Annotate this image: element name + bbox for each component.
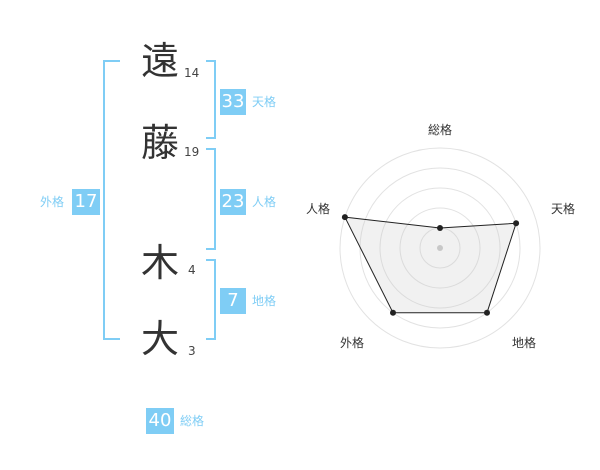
tenkaku-value: 33 bbox=[220, 89, 246, 115]
radar-axis-label-soukaku: 総格 bbox=[428, 122, 452, 137]
radar-axis-label-chikaku: 地格 bbox=[512, 335, 536, 350]
radar-ring bbox=[399, 207, 481, 289]
radar-axis-label-gaikaku: 外格 bbox=[340, 335, 364, 350]
name-char-3: 木 bbox=[141, 241, 180, 285]
name-char-1: 遠 bbox=[141, 39, 180, 83]
gaikaku-value: 17 bbox=[72, 189, 100, 215]
chikaku-label: 地格 bbox=[252, 294, 277, 308]
stroke-count-1: 14 bbox=[184, 66, 200, 80]
soukaku-value: 40 bbox=[146, 408, 174, 434]
stroke-count-3: 4 bbox=[188, 263, 196, 277]
jinkaku-value: 23 bbox=[220, 189, 246, 215]
name-char-2: 藤 bbox=[141, 121, 180, 165]
radar-point bbox=[341, 214, 348, 221]
radar-center bbox=[437, 245, 443, 251]
radar-points bbox=[341, 214, 520, 316]
gaikaku-label: 外格 bbox=[40, 195, 65, 209]
chikaku-value: 7 bbox=[220, 288, 246, 314]
stroke-count-4: 3 bbox=[188, 344, 196, 358]
jinkaku-label: 人格 bbox=[252, 195, 277, 209]
radar-ring bbox=[339, 147, 541, 349]
radar-ring bbox=[379, 187, 501, 309]
soukaku-label: 総格 bbox=[180, 414, 205, 428]
radar-axis-label-jinkaku: 人格 bbox=[306, 201, 330, 216]
radar-area bbox=[344, 216, 517, 314]
radar-point bbox=[437, 225, 443, 231]
radar-point bbox=[484, 309, 490, 316]
tenkaku-label: 天格 bbox=[252, 95, 277, 109]
radar-axis-label-tenkaku: 天格 bbox=[551, 201, 575, 216]
name-char-4: 大 bbox=[141, 317, 180, 361]
radar-point bbox=[390, 309, 396, 316]
stroke-count-2: 19 bbox=[184, 145, 200, 159]
radar-point bbox=[513, 220, 520, 227]
